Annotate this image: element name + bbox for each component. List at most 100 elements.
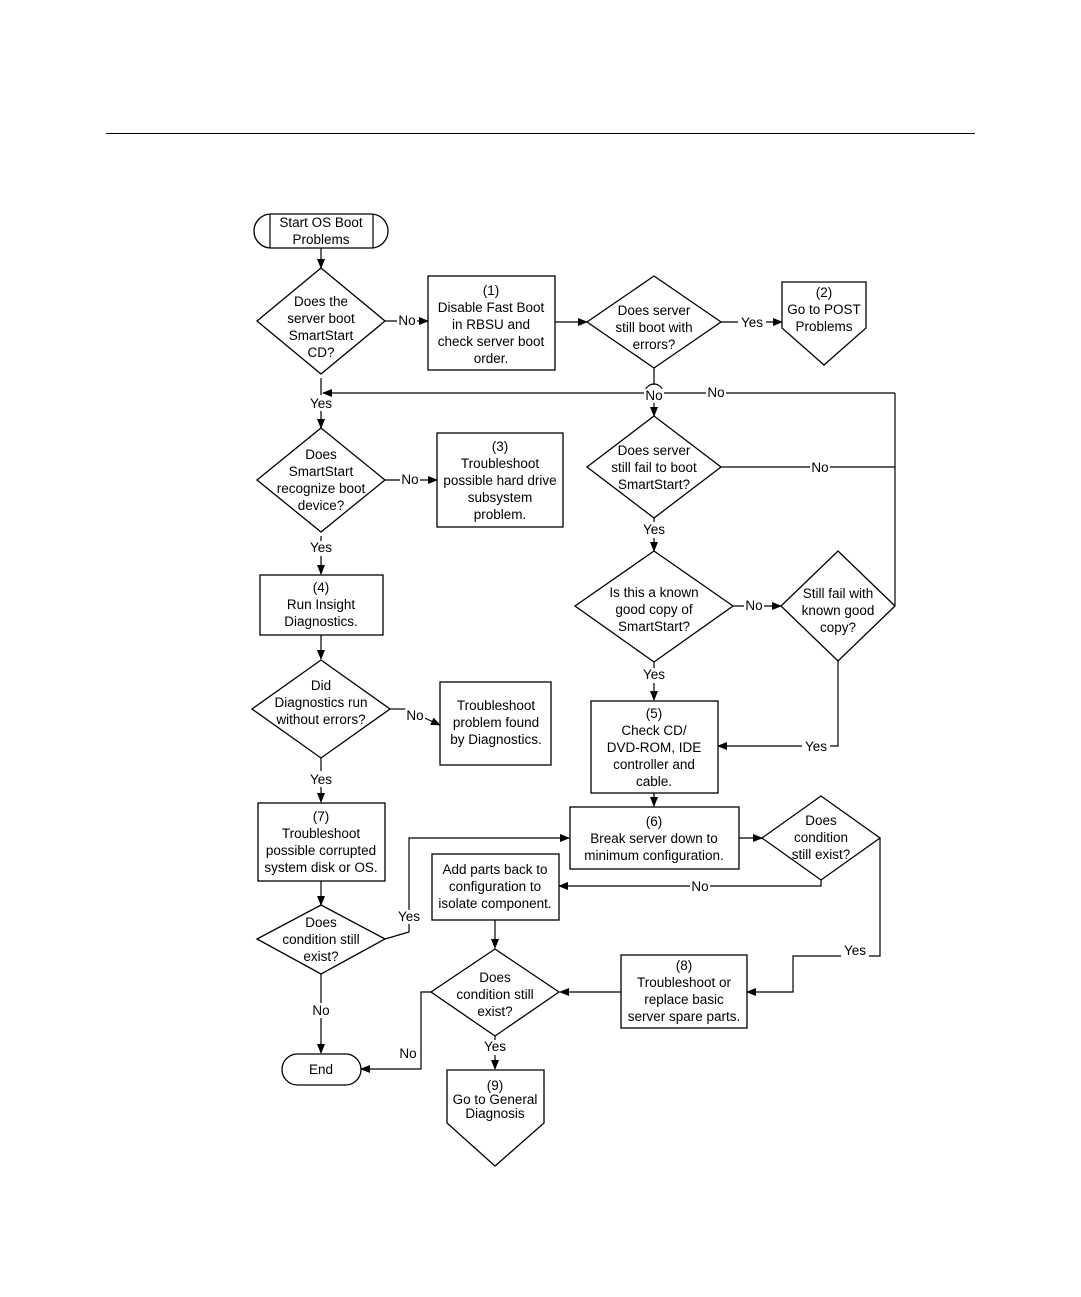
q-diag-errors-line: Diagnostics run xyxy=(274,695,367,710)
edge-label-hop-no: No xyxy=(645,388,662,403)
edge-label-q1-no: No xyxy=(398,313,415,328)
box3-line: possible hard drive xyxy=(443,473,556,488)
edge-label-bg-q2-yes xyxy=(738,316,766,330)
q-recognize-boot-line: Does xyxy=(305,447,337,462)
edge-qcondbottom-no xyxy=(360,991,432,1073)
process-7-corrupted-disk xyxy=(257,802,386,882)
connectors xyxy=(317,248,896,1073)
edge-qcondleft-yes xyxy=(384,834,570,940)
q-cond-exist-right-line: condition xyxy=(794,830,848,845)
box4-line: Run Insight xyxy=(287,597,356,612)
box3-line: problem. xyxy=(474,507,527,522)
edge-label-bg-hop-no xyxy=(644,389,664,403)
box4-line: (4) xyxy=(313,580,330,595)
box6-line: minimum configuration. xyxy=(584,848,724,863)
process-1-disable-fast-boot xyxy=(427,275,556,371)
edge-label-qdiag-no: No xyxy=(406,708,423,723)
q-still-boot-errors-line: still boot with xyxy=(615,320,692,335)
edge-label-stillfail-yes: Yes xyxy=(805,739,827,754)
box1-line: Disable Fast Boot xyxy=(438,300,545,315)
box8-line: server spare parts. xyxy=(628,1009,741,1024)
process-6-minimum-config xyxy=(569,806,740,870)
q-cond-exist-left-line: exist? xyxy=(303,949,338,964)
edge-label-bg-qdiag-yes xyxy=(307,773,335,787)
shapes xyxy=(250,213,896,1167)
edge-label-qcondleft-yes: Yes xyxy=(398,909,420,924)
edge-label-recognize-no: No xyxy=(401,472,418,487)
box-addparts-line: isolate component. xyxy=(438,896,551,911)
edge-label-recognize-yes: Yes xyxy=(310,540,332,555)
box7-line: possible corrupted xyxy=(266,843,376,858)
box7-line: (7) xyxy=(313,809,330,824)
box7-line: Troubleshoot xyxy=(282,826,361,841)
box-diag-line: problem found xyxy=(453,715,539,730)
edge-label-bg-known-yes xyxy=(640,668,668,682)
q-still-fail-known-line: copy? xyxy=(820,620,856,635)
edge-label-qcondright-yes: Yes xyxy=(844,943,866,958)
decision-known-good-copy xyxy=(573,550,735,663)
offpage2-line: Problems xyxy=(795,319,852,334)
end-line: End xyxy=(309,1062,333,1077)
edge-label-bg-qcondright-yes xyxy=(841,944,869,958)
offpage9-line: Go to General xyxy=(453,1092,538,1107)
edge-label-q3-no: No xyxy=(811,460,828,475)
process-diagnostics-problem xyxy=(439,681,552,766)
q-still-fail-boot-line: SmartStart? xyxy=(618,477,690,492)
end-text: End xyxy=(309,1062,333,1077)
edge-label-known-yes: Yes xyxy=(643,667,665,682)
edge-label-bg-qcondbottom-yes xyxy=(481,1040,509,1054)
edge-label-bg-q3-yes xyxy=(640,523,668,537)
box1-text: (1) Disable Fast Boot in RBSU and check ser… xyxy=(438,283,545,366)
box3-line: Troubleshoot xyxy=(461,456,540,471)
q-cond-exist-right-line: Does xyxy=(805,813,837,828)
q-still-fail-known-line: known good xyxy=(802,603,875,618)
q-cond-exist-left-line: Does xyxy=(305,915,337,930)
start-line: Problems xyxy=(292,232,349,247)
q-still-boot-errors-line: errors? xyxy=(633,337,676,352)
box-diag-line: by Diagnostics. xyxy=(450,732,542,747)
q-still-fail-boot-line: Does server xyxy=(618,443,691,458)
box1-line: order. xyxy=(474,351,509,366)
box7-text: (7) Troubleshoot possible corrupted system … xyxy=(264,809,377,875)
q-still-fail-boot-line: still fail to boot xyxy=(611,460,697,475)
box4-line: Diagnostics. xyxy=(284,614,358,629)
edge-label-qcondleft-no: No xyxy=(312,1003,329,1018)
edge-qcondright-yes xyxy=(746,838,881,996)
decision-diagnostics-errors xyxy=(250,659,392,759)
edge-label-qcondright-no: No xyxy=(691,879,708,894)
box1-line: in RBSU and xyxy=(452,317,530,332)
box1-line: (1) xyxy=(483,283,500,298)
box3-line: (3) xyxy=(492,439,509,454)
box7-line: system disk or OS. xyxy=(264,860,377,875)
q-known-good-line: good copy of xyxy=(615,602,693,617)
edge-label-qcondbottom-no: No xyxy=(399,1046,416,1061)
q-boot-smartstart-line: SmartStart xyxy=(289,328,354,343)
offpage2-line: Go to POST xyxy=(787,302,861,317)
edge-label-known-no: No xyxy=(745,598,762,613)
q-known-good-line: SmartStart? xyxy=(618,619,690,634)
process-4-insight-diagnostics xyxy=(259,574,384,636)
process-8-spare-parts xyxy=(620,954,748,1029)
q-diag-errors-line: Did xyxy=(311,678,331,693)
box1-line: check server boot xyxy=(438,334,545,349)
decision-still-fail-boot xyxy=(585,415,723,519)
offpage-2-post-problems xyxy=(781,281,867,366)
decision-still-boot-errors xyxy=(585,275,723,369)
box6-line: (6) xyxy=(646,814,663,829)
edge-label-bg-qcondbottom-no xyxy=(398,1047,418,1061)
edge-label-bg-q1-no xyxy=(397,314,417,328)
